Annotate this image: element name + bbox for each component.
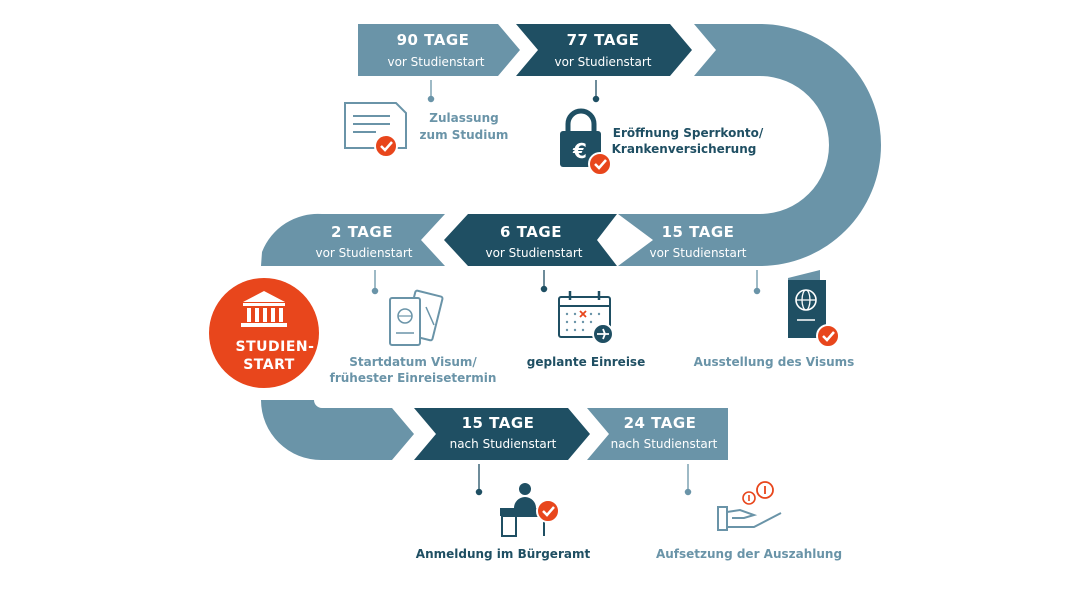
step-7-days: 24 TAGE	[624, 414, 697, 432]
step-6-when: nach Studienstart	[450, 437, 557, 451]
step-1-days: 90 TAGE	[397, 31, 470, 49]
step-3-days: 15 TAGE	[662, 223, 735, 241]
hand-coins-icon	[717, 481, 782, 531]
step-1-when: vor Studienstart	[387, 55, 484, 69]
step-1-caption-line2: zum Studium	[420, 128, 509, 142]
step-7-caption: Aufsetzung der Auszahlung	[656, 547, 842, 561]
connector-lines	[371, 80, 761, 496]
step-3-caption: Ausstellung des Visums	[694, 355, 855, 369]
office-desk-check-icon	[500, 483, 560, 537]
step-2-days: 77 TAGE	[567, 31, 640, 49]
road-curve-right	[618, 24, 881, 266]
road-curve-left-bottom	[261, 400, 414, 461]
step-5-days: 2 TAGE	[331, 223, 393, 241]
road-curve-left-top	[261, 213, 445, 266]
step-4-days: 6 TAGE	[500, 223, 562, 241]
step-6-arrow	[414, 408, 590, 460]
university-building-icon	[241, 291, 287, 327]
passport-ticket-icon	[389, 289, 444, 346]
step-1-arrow	[358, 24, 520, 76]
svg-text:€: €	[572, 139, 587, 163]
start-label-line1: STUDIEN-	[236, 339, 315, 355]
euro-lock-check-icon: €	[560, 108, 612, 176]
step-6-days: 15 TAGE	[462, 414, 535, 432]
studienstart-circle: STUDIEN- START	[209, 278, 319, 388]
step-5-caption-line2: frühester Einreisetermin	[330, 371, 497, 385]
calendar-plane-icon	[558, 291, 614, 345]
start-label-line2: START	[243, 357, 295, 373]
passport-check-icon	[788, 270, 840, 348]
step-7-arrow	[587, 408, 728, 460]
step-1-caption-line1: Zulassung	[429, 111, 498, 125]
document-check-icon	[344, 102, 407, 158]
step-2-caption-line2: Krankenversicherung	[612, 142, 757, 156]
step-6-caption: Anmeldung im Bürgeramt	[416, 547, 591, 561]
step-7-when: nach Studienstart	[611, 437, 718, 451]
step-2-caption-line1: Eröffnung Sperrkonto/	[613, 126, 764, 140]
step-2-when: vor Studienstart	[554, 55, 651, 69]
step-4-caption: geplante Einreise	[527, 355, 645, 369]
step-3-when: vor Studienstart	[649, 246, 746, 260]
step-2-arrow	[516, 24, 692, 76]
step-4-when: vor Studienstart	[485, 246, 582, 260]
step-4-arrow	[444, 214, 617, 266]
step-5-when: vor Studienstart	[315, 246, 412, 260]
step-5-caption-line1: Startdatum Visum/	[349, 355, 477, 369]
